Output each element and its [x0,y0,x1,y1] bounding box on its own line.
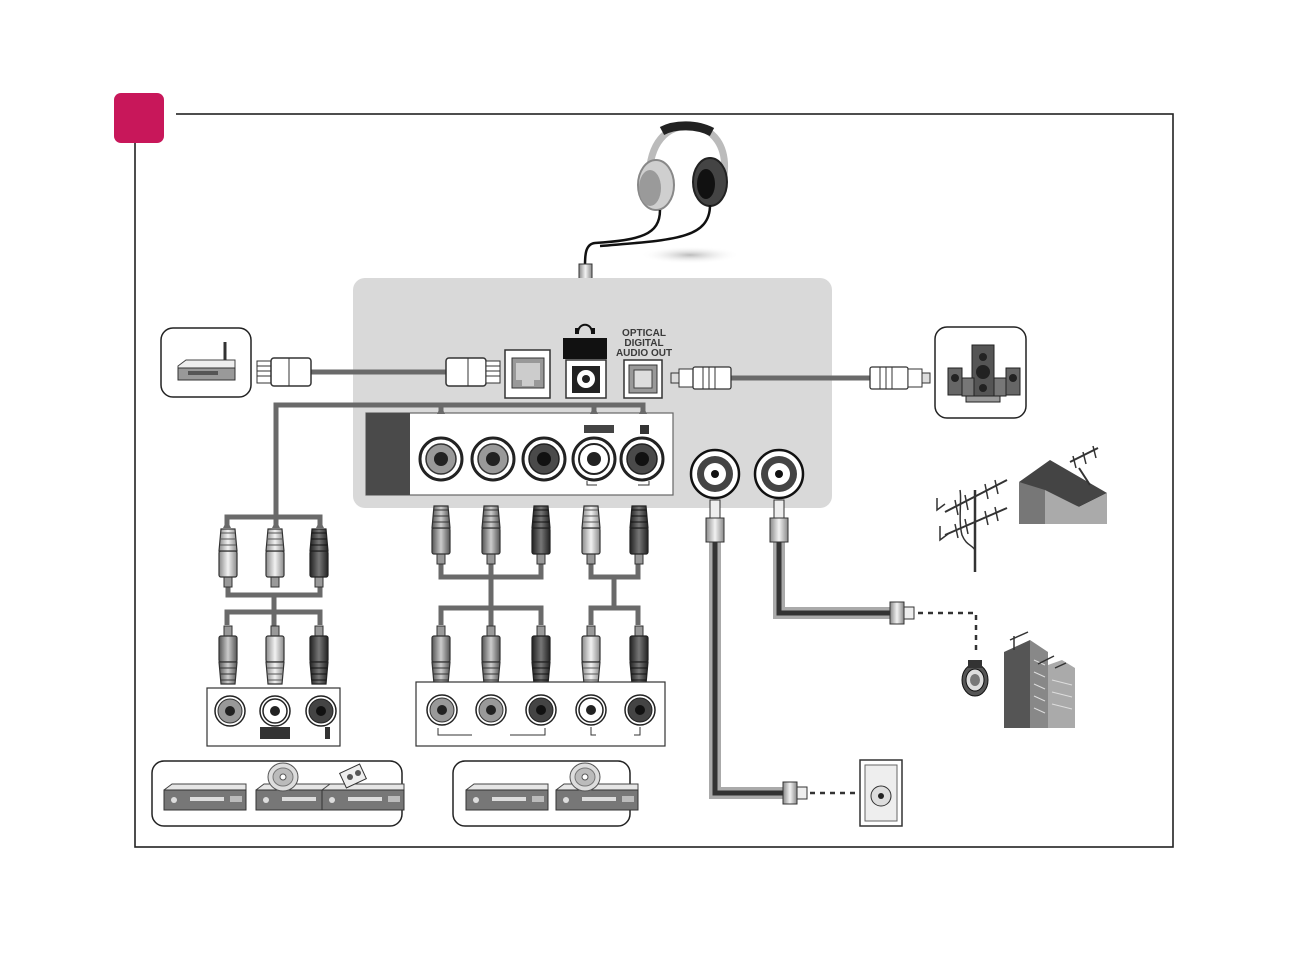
rca-plug-audio-right [630,626,648,684]
coax-cable-antenna [770,500,914,624]
headphone-port [566,360,606,398]
apartment-building-icon [1004,632,1075,728]
disc-icon [268,763,298,791]
rca-plug-audio-right [310,626,328,684]
antenna-wall-outlet-icon [860,760,902,826]
av-jack-5 [621,438,663,480]
coax-cable-wall [706,500,807,804]
vcr-icon [322,784,404,810]
antenna-icon [937,480,1007,572]
house-icon [1019,446,1107,524]
step-marker-badge [114,93,164,143]
rca-plug-audio-right [310,529,328,587]
lan-plug-left [257,358,311,386]
component-cable-harness [441,560,638,630]
device-jack [427,695,457,725]
rca-plug-y [432,506,450,564]
av-jack-2 [472,438,514,480]
disc-icon [570,763,600,791]
jack-marker [488,424,498,434]
dvd-player-icon [556,784,638,810]
optical-audio-out-port [624,360,662,398]
optical-plug-left [671,367,731,389]
rca-plug-video [219,529,237,587]
dvd-player-icon [466,784,548,810]
rca-plug-video [219,626,237,684]
coax-plug [962,660,988,696]
composite-devices-box [152,761,404,826]
device-jack [476,695,506,725]
lan-plug-right [446,358,500,386]
headphone-port-label [563,338,607,359]
jack-marker [538,424,548,434]
rca-plug-audio-right [630,506,648,564]
component-devices-box [453,761,638,826]
rca-plug-pr [532,506,550,564]
rca-plug-pb [482,626,500,684]
av-jack-1 [420,438,462,480]
jack-marker [325,727,330,739]
jack-marker [584,425,614,433]
rca-plug-y [432,626,450,684]
rca-plug-pb [482,506,500,564]
antenna-in-jack-1 [691,450,739,498]
router-icon [161,328,251,397]
device-jack [306,696,336,726]
rca-plug-audio-left [266,529,284,587]
jack-marker [260,727,290,739]
rca-plug-audio-left [266,626,284,684]
rca-plug-audio-left [582,506,600,564]
av-jack-4 [573,438,615,480]
device-jack [625,695,655,725]
jack-marker [640,425,649,434]
dvd-player-icon [164,784,246,810]
optical-label-line3: AUDIO OUT [616,348,672,359]
antenna-in-jack-2 [755,450,803,498]
device-jack [260,696,290,726]
device-jack [526,695,556,725]
jack-marker [448,424,458,434]
speaker-system-icon [935,327,1026,418]
lan-port [505,350,550,398]
rca-plug-audio-left [582,626,600,684]
device-jack [576,695,606,725]
av-jack-3 [523,438,565,480]
rca-plug-pr [532,626,550,684]
device-jack [215,696,245,726]
coax-link-antenna [918,613,976,655]
av-input-label-tab [366,413,410,495]
optical-plug-right [870,367,930,389]
